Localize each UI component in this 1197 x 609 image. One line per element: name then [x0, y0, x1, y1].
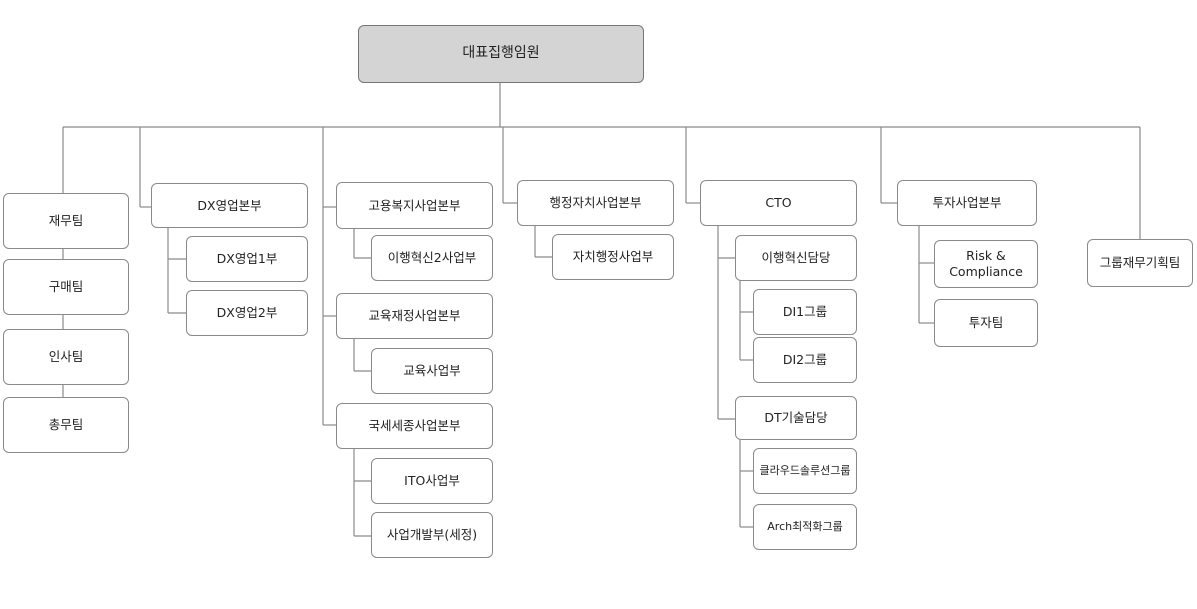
national-tax-division-label: 국세세종사업본부 — [368, 418, 461, 434]
ceo-label: 대표집행임원 — [462, 45, 540, 62]
finance-team-label: 재무팀 — [48, 213, 84, 229]
group-finance-planning-team-box: 그룹재무기획팀 — [1087, 239, 1193, 287]
education-business-label: 교육사업부 — [403, 363, 461, 379]
ito-business-box: ITO사업부 — [371, 458, 493, 504]
arch-optimization-group-label: Arch최적화그룹 — [767, 520, 843, 534]
education-finance-division-box: 교육재정사업본부 — [336, 293, 493, 339]
finance-team-box: 재무팀 — [3, 193, 129, 249]
dx-sales-1-box: DX영업1부 — [186, 236, 308, 282]
cloud-solution-group-box: 클라우드솔루션그룹 — [753, 448, 857, 494]
transition-innovation-lead-box: 이행혁신담당 — [735, 235, 857, 281]
education-business-box: 교육사업부 — [371, 348, 493, 394]
hr-team-box: 인사팀 — [3, 329, 129, 385]
dx-sales-2-box: DX영업2부 — [186, 290, 308, 336]
di2-group-box: DI2그룹 — [753, 337, 857, 383]
hr-team-label: 인사팀 — [48, 349, 84, 365]
dx-sales-division-label: DX영업본부 — [197, 197, 262, 213]
education-finance-division-label: 교육재정사업본부 — [368, 308, 461, 324]
dt-technology-lead-label: DT기술담당 — [764, 410, 828, 426]
risk-compliance-line2: Compliance — [949, 264, 1023, 279]
public-admin-division-box: 행정자치사업본부 — [517, 180, 674, 226]
employment-welfare-division-label: 고용복지사업본부 — [368, 197, 461, 213]
purchase-team-label: 구매팀 — [48, 279, 84, 295]
dt-technology-lead-box: DT기술담당 — [735, 396, 857, 440]
transition-innovation-2-box: 이행혁신2사업부 — [371, 235, 493, 281]
dx-sales-division-box: DX영업본부 — [151, 183, 308, 228]
investment-team-label: 투자팀 — [968, 315, 1004, 331]
employment-welfare-division-box: 고용복지사업본부 — [336, 182, 493, 229]
cloud-solution-group-label: 클라우드솔루션그룹 — [759, 464, 851, 478]
national-tax-division-box: 국세세종사업본부 — [336, 403, 493, 449]
transition-innovation-lead-label: 이행혁신담당 — [761, 250, 831, 266]
di2-group-label: DI2그룹 — [782, 352, 828, 368]
local-admin-business-label: 자치행정사업부 — [572, 249, 654, 265]
transition-innovation-2-label: 이행혁신2사업부 — [387, 250, 477, 266]
di1-group-box: DI1그룹 — [753, 289, 857, 335]
di1-group-label: DI1그룹 — [782, 304, 828, 320]
local-admin-business-box: 자치행정사업부 — [552, 234, 674, 280]
business-development-label: 사업개발부(세정) — [386, 527, 478, 543]
purchase-team-box: 구매팀 — [3, 259, 129, 315]
investment-division-label: 투자사업본부 — [932, 195, 1002, 211]
business-development-box: 사업개발부(세정) — [371, 512, 493, 558]
investment-division-box: 투자사업본부 — [897, 180, 1037, 226]
general-affairs-team-box: 총무팀 — [3, 397, 129, 453]
risk-compliance-text: Risk & Compliance — [949, 248, 1023, 279]
group-finance-planning-team-label: 그룹재무기획팀 — [1099, 255, 1181, 271]
dx-sales-2-label: DX영업2부 — [216, 305, 278, 321]
ito-business-label: ITO사업부 — [404, 473, 460, 489]
arch-optimization-group-box: Arch최적화그룹 — [753, 504, 857, 550]
general-affairs-team-label: 총무팀 — [48, 417, 84, 433]
risk-compliance-box: Risk & Compliance — [934, 240, 1038, 288]
cto-box: CTO — [700, 180, 857, 226]
cto-label: CTO — [765, 195, 792, 211]
investment-team-box: 투자팀 — [934, 299, 1038, 347]
dx-sales-1-label: DX영업1부 — [216, 251, 278, 267]
ceo-box: 대표집행임원 — [358, 25, 644, 83]
public-admin-division-label: 행정자치사업본부 — [549, 195, 642, 211]
risk-compliance-line1: Risk & — [966, 248, 1006, 264]
